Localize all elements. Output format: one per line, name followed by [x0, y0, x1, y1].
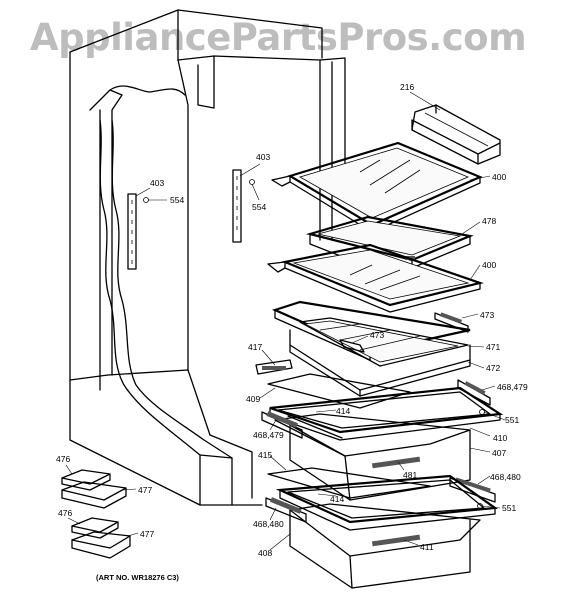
label-477-upper: 477 — [138, 485, 152, 495]
label-400-middle: 400 — [482, 260, 496, 270]
label-472: 472 — [486, 363, 500, 373]
art-number: (ART NO. WR18276 C3) — [96, 573, 179, 582]
label-476-lower: 476 — [58, 508, 72, 518]
label-411: 411 — [420, 542, 434, 552]
label-473-cover: 473 — [370, 330, 384, 340]
label-216: 216 — [400, 82, 414, 92]
label-554-left: 554 — [170, 195, 184, 205]
label-414-lower: 414 — [330, 494, 344, 504]
crisper-drawer-lower — [275, 474, 499, 589]
glass-409 — [267, 373, 411, 409]
rail-468-480-right — [449, 477, 496, 503]
label-410: 410 — [493, 433, 507, 443]
label-415: 415 — [258, 450, 272, 460]
label-468-479-right: 468,479 — [497, 382, 528, 392]
label-408: 408 — [258, 548, 272, 558]
label-481: 481 — [403, 470, 417, 480]
door-bin-216 — [411, 104, 501, 165]
part-551-upper — [479, 409, 485, 415]
label-551-lower: 551 — [502, 503, 516, 513]
label-468-480-left: 468,480 — [253, 519, 284, 529]
rail-468-479-right — [457, 379, 491, 406]
egg-tray-476-477-lower — [71, 517, 131, 559]
label-414-upper: 414 — [336, 406, 350, 416]
leader-lines — [65, 91, 506, 551]
label-468-479-left: 468,479 — [253, 430, 284, 440]
meat-pan-assembly — [271, 300, 471, 397]
label-471: 471 — [486, 342, 500, 352]
label-407: 407 — [492, 448, 506, 458]
label-468-480-right: 468,480 — [490, 472, 521, 482]
shelf-support-left — [127, 193, 149, 270]
label-476-upper: 476 — [56, 454, 70, 464]
label-551-upper: 551 — [505, 415, 519, 425]
cabinet-outline — [69, 9, 346, 506]
label-554-right: 554 — [252, 202, 266, 212]
label-400-top: 400 — [492, 172, 506, 182]
label-473-rail: 473 — [480, 310, 494, 320]
glass-shelf-400-top — [271, 141, 483, 233]
label-417: 417 — [248, 342, 262, 352]
shelf-support-right — [232, 169, 255, 243]
slide-417 — [255, 359, 293, 375]
label-403-left: 403 — [150, 178, 164, 188]
drawer-rail-473 — [434, 312, 469, 333]
label-477-lower: 477 — [140, 529, 154, 539]
label-409: 409 — [246, 394, 260, 404]
rail-468-480-left — [265, 497, 307, 523]
rail-468-479-left — [261, 411, 303, 439]
label-478: 478 — [482, 216, 496, 226]
egg-tray-476-477-upper — [61, 469, 127, 509]
part-labels: 216 403 554 403 554 400 478 400 473 473 … — [56, 82, 528, 558]
label-403-right: 403 — [256, 152, 270, 162]
glass-shelf-400-middle — [267, 243, 484, 313]
